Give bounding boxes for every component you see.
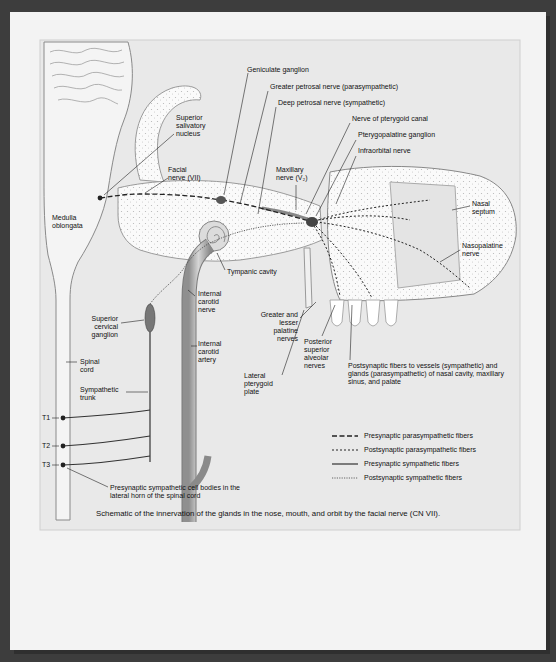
structure-label: Posterior superior alveolar nerves xyxy=(304,338,338,370)
structure-label: Deep petrosal nerve (sympathetic) xyxy=(278,99,385,107)
structure-label: Tympanic cavity xyxy=(227,268,277,276)
cell-body xyxy=(61,463,66,468)
structure-label: Superior salivatory nucleus xyxy=(176,114,216,138)
segment-label: T2 xyxy=(42,442,50,450)
salivatory-nucleus xyxy=(98,196,103,201)
photo-card xyxy=(10,12,546,650)
cervical-ganglion xyxy=(145,304,155,332)
geniculate-ganglion xyxy=(216,196,226,204)
structure-label: Maxillary nerve (V₂) xyxy=(276,166,316,182)
presynaptic-parasympathetic xyxy=(100,194,310,221)
brainstem xyxy=(44,42,132,520)
legend-text: Presynaptic parasympathetic fibers xyxy=(364,432,473,440)
structure-label: Nerve of pterygoid canal xyxy=(352,115,428,123)
structure-label: Medulla oblongata xyxy=(52,214,94,230)
legend-sample xyxy=(332,463,358,464)
structure-label: Greater and lesser palatine nerves xyxy=(260,311,298,343)
structure-label: Internal carotid artery xyxy=(198,340,232,364)
structure-label: Greater petrosal nerve (parasympathetic) xyxy=(270,83,398,91)
presynaptic-sympathetic xyxy=(63,332,150,465)
postsynaptic-parasympathetic xyxy=(312,200,470,298)
legend-text: Postsynaptic parasympathetic fibers xyxy=(364,446,476,454)
cochlea xyxy=(207,227,225,243)
segment-label: T3 xyxy=(42,461,50,469)
pterygoid-plate xyxy=(304,248,312,308)
cerebellum-folia xyxy=(50,48,124,104)
cell-body xyxy=(61,444,66,449)
petrous-bone xyxy=(118,181,322,262)
nasal-cavity xyxy=(328,166,517,300)
structure-label: Sympathetic trunk xyxy=(80,386,124,402)
structure-label: Superior cervical ganglion xyxy=(76,315,118,339)
structure-label: Internal carotid nerve xyxy=(198,290,232,314)
figure-caption: Schematic of the innervation of the glan… xyxy=(96,509,440,519)
legend-text: Postsynaptic sympathetic fibers xyxy=(364,474,462,482)
structure-label: Lateral pterygoid plate xyxy=(244,372,280,396)
structure-label: Facial nerve (VII) xyxy=(168,166,206,182)
fiber-note: Postsynaptic fibers to vessels (sympathe… xyxy=(348,362,516,386)
structure-label: Pterygopalatine ganglion xyxy=(358,131,435,139)
external-carotid-branch xyxy=(191,456,208,488)
nasal-septum xyxy=(390,182,460,288)
internal-carotid-artery xyxy=(189,245,210,522)
legend-sample xyxy=(332,435,358,436)
legend-sample xyxy=(332,450,358,451)
structure-label: Nasopalatine nerve xyxy=(462,242,510,258)
pterygopalatine-ganglion xyxy=(306,217,318,227)
structure-label: Nasal septum xyxy=(472,200,508,216)
structure-label: Presynaptic sympathetic cell bodies in t… xyxy=(110,484,240,500)
photo-area xyxy=(40,40,520,530)
teeth xyxy=(330,300,398,326)
cell-body xyxy=(61,416,66,421)
legend-text: Presynaptic sympathetic fibers xyxy=(364,460,459,468)
structure-label: Geniculate ganglion xyxy=(247,66,309,74)
legend-sample xyxy=(332,478,358,479)
segment-label: T1 xyxy=(42,414,50,422)
structure-label: Infraorbital nerve xyxy=(358,147,411,155)
structure-label: Spinal cord xyxy=(80,358,112,374)
artery-outline xyxy=(189,245,210,522)
postsynaptic-sympathetic xyxy=(150,223,304,304)
leader-lines xyxy=(52,73,470,487)
